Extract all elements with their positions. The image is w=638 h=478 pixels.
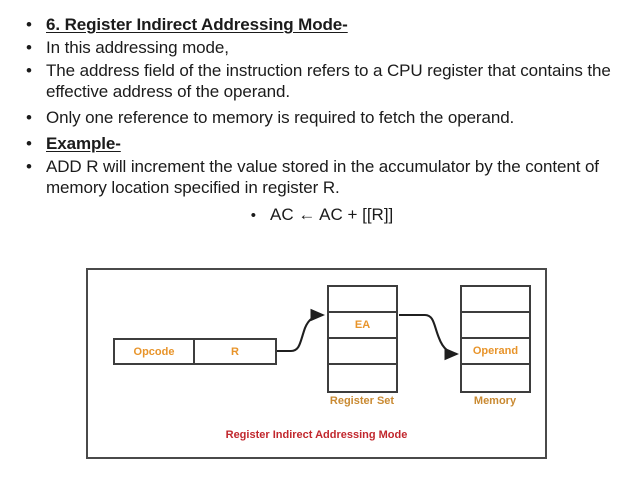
register-set-cell-2: [329, 339, 396, 365]
memory-label: Memory: [473, 395, 517, 407]
instruction-register-cell: R: [231, 345, 239, 358]
formula-line: • AC ← AC + [[R]]: [0, 204, 638, 226]
instruction-opcode-cell: Opcode: [115, 340, 195, 363]
bullet-marker-icon: •: [26, 61, 32, 80]
register-set-table: EA: [327, 285, 398, 393]
diagram-caption: Register Indirect Addressing Mode: [225, 429, 408, 441]
diagram-frame: Opcode R EA Register Set Operand Memory …: [86, 268, 547, 459]
bullet-text: In this addressing mode,: [46, 38, 229, 57]
bullet-marker-icon: •: [26, 157, 32, 176]
arrow-instruction-to-register: [277, 308, 326, 353]
slide-text-block: • 6. Register Indirect Addressing Mode- …: [0, 14, 638, 226]
bullet-marker-icon: •: [26, 108, 32, 127]
bullet-item-example-heading: • Example-: [0, 133, 638, 154]
instruction-box: Opcode R: [113, 338, 277, 365]
register-set-cell-3: [329, 365, 396, 391]
page-title: 6. Register Indirect Addressing Mode-: [46, 15, 348, 34]
bullet-item-heading: • 6. Register Indirect Addressing Mode-: [0, 14, 638, 35]
memory-cell-0: [462, 287, 529, 313]
bullet-marker-icon: •: [26, 38, 32, 57]
formula-text: AC ← AC + [[R]]: [269, 205, 394, 224]
memory-cell-1: [462, 313, 529, 339]
bullet-marker-icon: •: [26, 134, 32, 153]
example-heading: Example-: [46, 134, 121, 153]
register-set-cell-0: [329, 287, 396, 313]
arrow-register-to-memory: [399, 313, 460, 361]
memory-cell-3: [462, 365, 529, 391]
bullet-item-address-field: • The address field of the instruction r…: [0, 60, 638, 102]
bullet-marker-icon: •: [26, 15, 32, 34]
bullet-text: Only one reference to memory is required…: [46, 108, 515, 127]
bullet-item-intro: • In this addressing mode,: [0, 37, 638, 58]
memory-cell-operand: Operand: [462, 339, 529, 365]
register-set-cell-ea: EA: [329, 313, 396, 339]
bullet-item-example-body: • ADD R will increment the value stored …: [0, 156, 638, 198]
memory-table: Operand: [460, 285, 531, 393]
register-set-label: Register Set: [329, 395, 395, 407]
bullet-item-memory-reference: • Only one reference to memory is requir…: [0, 107, 638, 128]
diagram-inner: Opcode R EA Register Set Operand Memory …: [88, 270, 545, 457]
bullet-marker-icon: •: [250, 207, 256, 224]
bullet-text: ADD R will increment the value stored in…: [46, 157, 599, 197]
bullet-text: The address field of the instruction ref…: [46, 61, 611, 101]
